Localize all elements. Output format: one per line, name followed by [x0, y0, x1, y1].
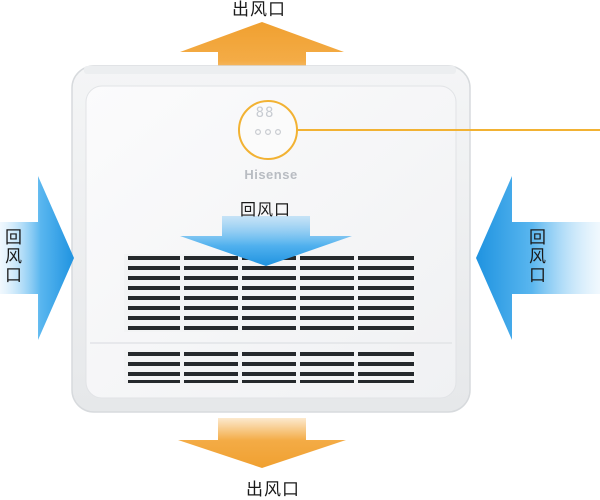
return-arrow-center-icon [180, 216, 352, 266]
return-arrow-right-icon [476, 176, 600, 340]
lower-grille [124, 350, 416, 384]
display-panel-icon [238, 100, 298, 160]
outlet-label-bottom: 出风口 [246, 480, 300, 500]
upper-grille [124, 254, 416, 332]
outlet-arrow-bottom-icon [178, 418, 346, 468]
display-readout: 88 [255, 105, 275, 121]
return-arrow-left-icon [0, 176, 74, 340]
return-label-center: 回风口 [240, 200, 292, 219]
return-label-left: 回风口 [1, 228, 21, 285]
brand-logo: Hisense [244, 167, 298, 182]
return-label-right: 回风口 [525, 228, 545, 285]
outlet-label-top: 出风口 [232, 0, 286, 20]
